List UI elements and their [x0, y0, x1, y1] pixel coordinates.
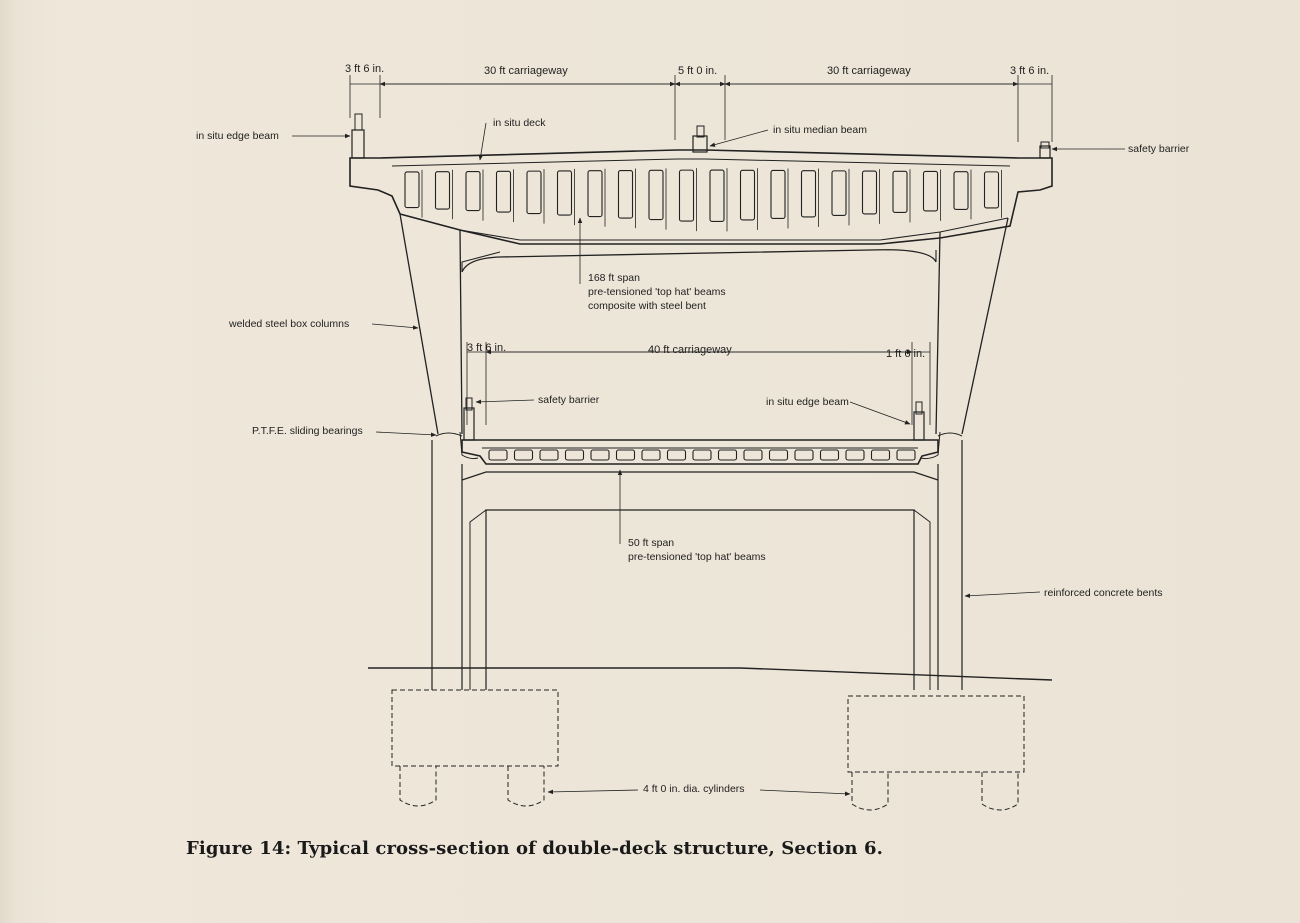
- ground-line: [368, 667, 1053, 681]
- label-safety-barrier-lower: safety barrier: [538, 394, 600, 406]
- beam-cell: [465, 170, 481, 212]
- label-cylinders: 4 ft 0 in. dia. cylinders: [643, 783, 745, 795]
- beam-cell: [922, 170, 939, 212]
- label-in-situ-deck: in situ deck: [493, 117, 546, 129]
- beam-cell: [800, 170, 817, 218]
- beam-cell: [539, 449, 559, 461]
- label-in-situ-median-beam: in situ median beam: [773, 124, 867, 136]
- dim-lower-carriageway: 40 ft carriageway: [648, 344, 732, 356]
- label-in-situ-edge-beam-lower: in situ edge beam: [766, 396, 849, 408]
- steel-bent: [399, 213, 1009, 460]
- beam-cell: [526, 170, 542, 215]
- upper-deck: [349, 113, 1053, 245]
- label-safety-barrier-upper: safety barrier: [1128, 143, 1190, 155]
- lower-dimension-lines: [466, 342, 931, 425]
- beam-cell: [739, 169, 756, 221]
- dim-carriageway-left: 30 ft carriageway: [484, 65, 568, 77]
- beam-cell: [488, 449, 508, 461]
- foundations: [391, 689, 1025, 811]
- label-ptfe-sliding-bearings: P.T.F.E. sliding bearings: [252, 425, 363, 437]
- beam-cell: [404, 171, 420, 209]
- beam-cell: [564, 449, 585, 461]
- lower-deck: [461, 397, 939, 465]
- beam-cell: [768, 449, 789, 461]
- beam-cell: [556, 170, 573, 216]
- beam-cell: [434, 171, 451, 210]
- label-span-168: 168 ft span: [588, 272, 640, 284]
- label-span-168-beams: pre-tensioned 'top hat' beams: [588, 286, 726, 298]
- beam-cell: [617, 169, 634, 219]
- dim-carriageway-right: 30 ft carriageway: [827, 65, 911, 77]
- beam-cell: [892, 170, 908, 213]
- beam-cell: [845, 449, 865, 461]
- upper-deck-cells: [404, 168, 1002, 232]
- label-reinforced-concrete-bents: reinforced concrete bents: [1044, 587, 1162, 599]
- beam-cell: [641, 449, 661, 461]
- upper-dimension-lines: [349, 75, 1053, 142]
- label-span-50: 50 ft span: [628, 537, 674, 549]
- dim-lower-edge-left: 3 ft 6 in.: [467, 342, 506, 354]
- label-span-168-composite: composite with steel bent: [588, 300, 706, 312]
- beam-cell: [587, 170, 603, 218]
- beam-cell: [513, 449, 534, 461]
- lower-deck-cells: [488, 449, 916, 461]
- beam-cell: [870, 449, 891, 461]
- concrete-bents: [431, 440, 963, 690]
- beam-cell: [709, 169, 725, 222]
- beam-cell: [615, 449, 636, 461]
- label-in-situ-edge-beam: in situ edge beam: [196, 130, 279, 142]
- beam-cell: [590, 449, 610, 461]
- beam-cell: [831, 170, 847, 216]
- beam-cell: [861, 170, 878, 215]
- beam-cell: [495, 170, 512, 213]
- beam-cell: [953, 171, 969, 210]
- label-span-50-beams: pre-tensioned 'top hat' beams: [628, 551, 766, 563]
- beam-cell: [819, 449, 840, 461]
- figure-caption: Figure 14: Typical cross-section of doub…: [186, 838, 883, 859]
- beam-cell: [794, 449, 814, 461]
- beam-cell: [692, 449, 712, 461]
- beam-cell: [743, 449, 763, 461]
- beam-cell: [717, 449, 738, 461]
- dim-median: 5 ft 0 in.: [678, 65, 717, 77]
- beam-cell: [770, 169, 786, 219]
- dim-edge-left: 3 ft 6 in.: [345, 63, 384, 75]
- label-welded-steel-box-columns: welded steel box columns: [228, 318, 349, 330]
- beam-cell: [666, 449, 687, 461]
- beam-cell: [983, 171, 1000, 209]
- beam-cell: [678, 169, 695, 222]
- dim-lower-edge-right: 1 ft 6 in.: [886, 348, 925, 360]
- beam-cell: [648, 169, 664, 221]
- dim-edge-right: 3 ft 6 in.: [1010, 65, 1049, 77]
- beam-cell: [896, 449, 916, 461]
